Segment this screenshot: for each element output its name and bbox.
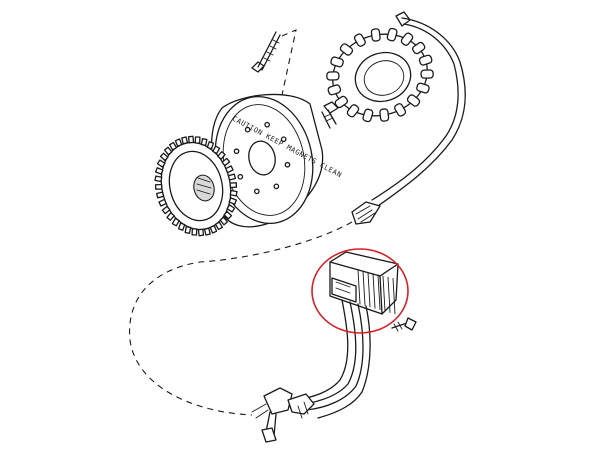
- sprocket-tooth: [154, 167, 164, 175]
- stator-tooth: [362, 108, 374, 123]
- rotor-hole: [237, 173, 244, 180]
- sprocket-tooth: [217, 151, 226, 160]
- sprocket-tooth: [156, 159, 166, 168]
- rotor-hole: [233, 148, 240, 155]
- sprocket-tooth: [159, 152, 169, 162]
- sprocket-tooth: [187, 135, 195, 144]
- stator-tooth: [400, 32, 414, 46]
- stator-tooth: [353, 33, 366, 47]
- voltage-regulator: [329, 251, 417, 332]
- sprocket-tooth: [158, 198, 167, 207]
- stator-tooth: [339, 43, 354, 56]
- stator-tooth: [327, 84, 342, 96]
- sprocket-tooth: [168, 141, 178, 151]
- sprocket-tooth: [154, 175, 163, 183]
- stator-tooth: [411, 41, 426, 55]
- rotor-hole: [273, 183, 280, 190]
- stator-plug: [351, 201, 381, 225]
- stator-tooth: [420, 69, 434, 79]
- alignment-line: [281, 29, 297, 101]
- sprocket-tooth: [184, 225, 192, 234]
- stator-tooth: [394, 103, 407, 117]
- sprocket-tooth: [225, 165, 234, 174]
- heatsink-fin: [387, 276, 391, 313]
- sprocket-tooth: [156, 191, 165, 199]
- sprocket-tooth: [226, 204, 236, 213]
- rotor-hole: [280, 136, 287, 143]
- stator-tooth: [330, 56, 344, 68]
- stator-tooth: [386, 27, 398, 42]
- sprocket-tooth: [154, 183, 163, 190]
- regulator-harness: [293, 299, 371, 419]
- rotor-hole: [253, 188, 260, 195]
- rotor-hole: [284, 161, 291, 168]
- sprocket-tooth: [197, 228, 205, 237]
- stator-tooth: [346, 104, 360, 118]
- sprocket-tooth: [166, 212, 175, 221]
- heatsink-fin: [357, 269, 361, 305]
- sprocket-tooth: [163, 146, 173, 156]
- sprocket-tooth: [221, 157, 231, 167]
- sprocket-tooth: [194, 136, 201, 144]
- rotor-bolt: [321, 101, 339, 129]
- stator-tooth: [326, 71, 340, 81]
- heatsink-fin: [382, 275, 386, 312]
- sprocket-tooth: [223, 210, 233, 220]
- rotor-hole: [244, 126, 251, 133]
- heatsink-fin: [362, 270, 366, 306]
- sprocket-tooth: [229, 182, 238, 189]
- sprocket-tooth: [191, 228, 198, 236]
- sprocket-tooth: [228, 197, 238, 205]
- sprocket-tooth: [209, 225, 218, 234]
- stator-wire: [371, 17, 466, 207]
- heatsink-fin: [367, 271, 371, 308]
- heatsink-fin: [377, 274, 381, 311]
- harness-route: [129, 221, 353, 416]
- sprocket-tooth: [227, 173, 236, 181]
- stator-tooth: [370, 28, 381, 42]
- sprocket-tooth: [171, 217, 180, 227]
- stator-tooth: [418, 54, 433, 66]
- sprocket-tooth: [214, 221, 224, 231]
- stator-tooth: [334, 95, 349, 109]
- heatsink-fin: [372, 273, 376, 309]
- stator-tooth: [406, 94, 421, 107]
- sprocket-tooth: [161, 205, 171, 215]
- highlight-circle: [311, 248, 409, 334]
- sprocket-tooth: [212, 145, 221, 155]
- sprocket: [154, 135, 238, 237]
- heatsink-fin: [392, 277, 396, 315]
- sprocket-tooth: [229, 189, 238, 197]
- sprocket-tooth: [177, 222, 186, 231]
- harness-connector: [251, 387, 315, 443]
- stator-tooth: [379, 108, 390, 122]
- stator: [326, 11, 434, 123]
- stator-tooth: [416, 82, 430, 94]
- sprocket-tooth: [219, 216, 229, 226]
- rotor-hole: [264, 121, 271, 128]
- sprocket-tooth: [203, 227, 211, 236]
- sprocket-tooth: [181, 136, 189, 145]
- stator-screw: [251, 31, 281, 73]
- sprocket-tooth: [206, 141, 215, 150]
- sprocket-tooth: [200, 138, 208, 147]
- sprocket-tooth: [174, 138, 183, 147]
